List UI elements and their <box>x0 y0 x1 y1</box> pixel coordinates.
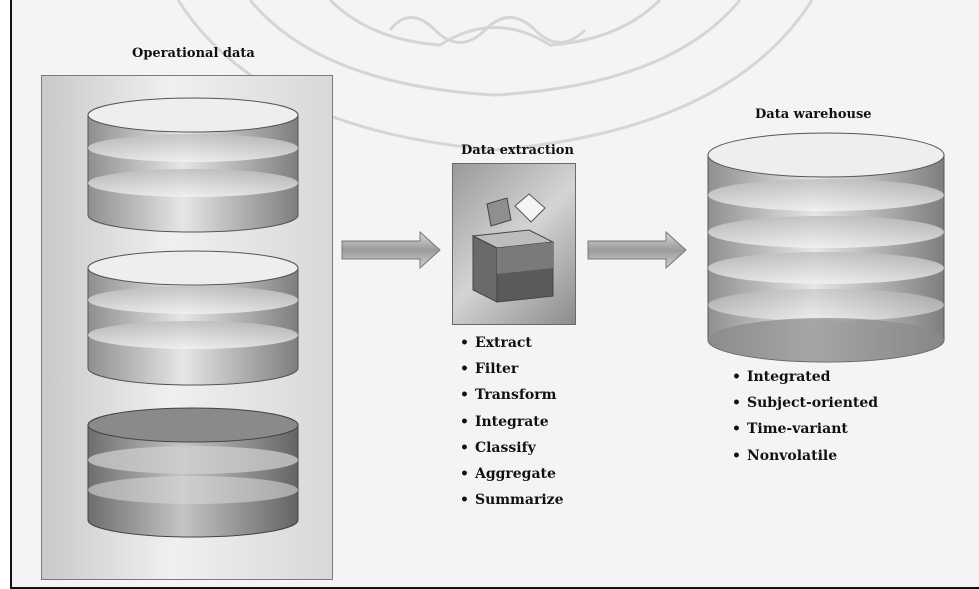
data-warehouse-label: Data warehouse <box>755 107 872 122</box>
arrow-to-warehouse <box>587 230 687 270</box>
extraction-step: Classify <box>460 435 564 461</box>
warehouse-trait: Subject-oriented <box>732 390 878 416</box>
extraction-step: Integrate <box>460 409 564 435</box>
extraction-step: Summarize <box>460 487 564 513</box>
warehouse-trait: Integrated <box>732 364 878 390</box>
warehouse-traits-list: Integrated Subject-oriented Time-variant… <box>732 364 878 469</box>
data-warehouse-cylinder <box>707 132 945 363</box>
operational-database-3 <box>87 407 299 538</box>
data-extraction-box <box>452 163 576 325</box>
operational-database-1 <box>87 97 299 233</box>
warehouse-trait: Time-variant <box>732 416 878 442</box>
warehouse-trait: Nonvolatile <box>732 443 878 469</box>
arrow-to-extraction <box>341 230 441 270</box>
extraction-step: Aggregate <box>460 461 564 487</box>
extraction-step: Extract <box>460 330 564 356</box>
extraction-step: Filter <box>460 356 564 382</box>
extraction-step: Transform <box>460 382 564 408</box>
extraction-cube-icon <box>471 193 555 303</box>
data-extraction-label: Data extraction <box>461 143 574 158</box>
operational-database-2 <box>87 250 299 386</box>
extraction-steps-list: Extract Filter Transform Integrate Class… <box>460 330 564 513</box>
operational-data-label: Operational data <box>132 46 255 61</box>
